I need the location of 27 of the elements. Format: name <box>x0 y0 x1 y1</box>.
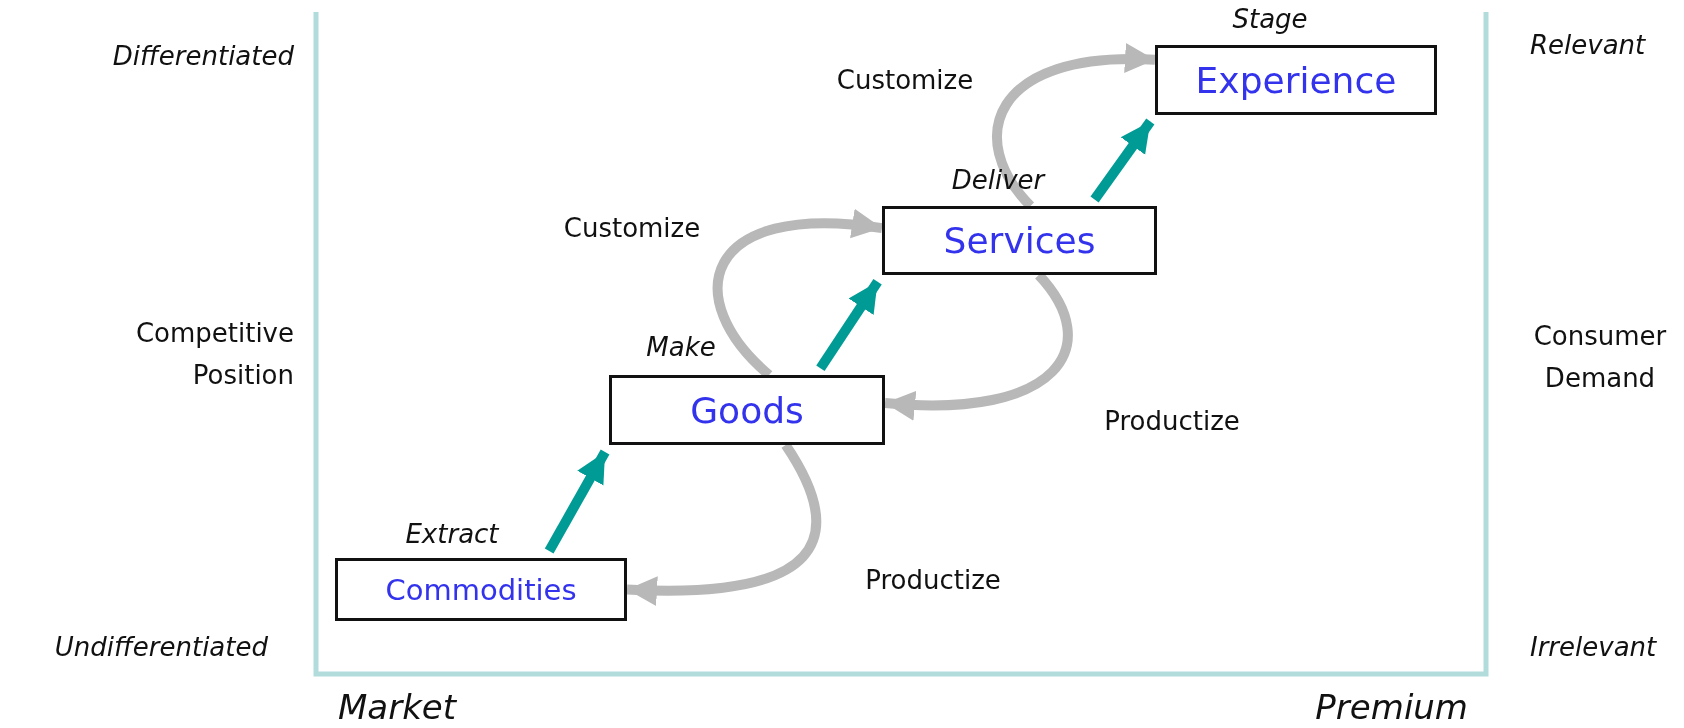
axis-label: Relevant <box>1530 30 1646 60</box>
stage-name: Commodities <box>385 572 577 607</box>
action-label: Deliver <box>951 165 1045 195</box>
arrow <box>1090 118 1155 203</box>
stage-box <box>882 206 1157 275</box>
stage-name: Experience <box>1195 59 1397 101</box>
axis-label: Differentiated <box>112 41 294 71</box>
axis-label: Premium <box>1315 687 1468 727</box>
axis-label: Irrelevant <box>1530 632 1657 662</box>
stage-box <box>1155 45 1437 115</box>
axis-label: Consumer Demand <box>1532 320 1668 395</box>
edge-label: Productize <box>1104 406 1240 436</box>
stage-name: Goods <box>690 389 804 431</box>
axis-label: Competitive Position <box>134 317 294 392</box>
edge-label: Customize <box>563 213 701 243</box>
action-label: Stage <box>1232 4 1308 34</box>
axis-label: Market <box>338 687 457 727</box>
edge-label: Productize <box>865 565 1001 595</box>
stage-name: Services <box>943 220 1096 261</box>
axis-label: Undifferentiated <box>54 632 268 662</box>
action-label: Extract <box>405 519 499 549</box>
arrow <box>816 278 882 372</box>
stage-box <box>335 558 627 621</box>
stage-box <box>609 375 885 445</box>
action-label: Make <box>646 332 716 362</box>
arrow <box>544 449 610 554</box>
edge-label: Customize <box>836 65 974 95</box>
